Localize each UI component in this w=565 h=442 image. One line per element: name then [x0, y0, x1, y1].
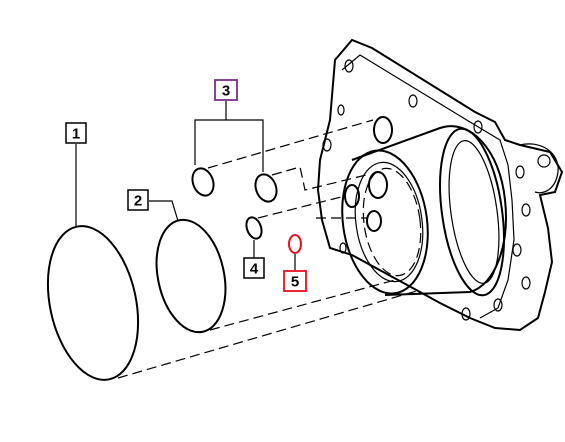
housing-assembly	[316, 38, 564, 332]
callout-3-label: 3	[222, 83, 230, 100]
part-4-small-pin	[245, 195, 346, 258]
bolt-hole	[461, 307, 471, 321]
bolt-hole	[408, 94, 418, 108]
part-3-phantom-b	[271, 166, 367, 191]
housing-flange-edge	[341, 54, 515, 319]
housing-boss-outer	[351, 125, 507, 296]
part-3-pin-a	[191, 167, 215, 197]
bolt-hole	[493, 298, 503, 312]
bolt-hole	[521, 203, 531, 217]
part-1-large-gasket	[46, 144, 421, 381]
bolt-holes	[322, 59, 531, 321]
part-1-phantom-bottom	[117, 289, 421, 379]
callout-2-box	[127, 189, 149, 211]
bore-lower	[366, 210, 382, 232]
part-3-pins	[191, 101, 374, 203]
part-2-phantom-bottom	[209, 279, 396, 331]
part-2-ring	[155, 218, 227, 334]
part-4-pin	[245, 216, 263, 240]
bore-mid-1	[368, 171, 388, 199]
bolt-hole	[339, 242, 347, 254]
callout-3[interactable]: 3	[214, 79, 238, 101]
housing-boss-face-inner	[354, 161, 424, 283]
bolt-hole	[337, 104, 345, 116]
housing-boss-rim	[439, 127, 505, 297]
part-2-medium-gasket	[149, 200, 396, 334]
bore-upper	[373, 116, 393, 144]
bolt-hole	[512, 243, 522, 257]
callout-1[interactable]: 1	[65, 122, 87, 144]
housing-boss-face	[341, 149, 429, 295]
callout-4[interactable]: 4	[243, 257, 265, 279]
lug-hole	[537, 154, 551, 168]
housing-corner-lug	[519, 143, 559, 194]
part-5-ring	[288, 234, 302, 254]
bolt-hole	[473, 120, 483, 134]
callout-2[interactable]: 2	[127, 189, 149, 211]
callout-1-label: 1	[72, 126, 80, 143]
callout-2-label: 2	[134, 193, 142, 210]
part-3-phantom-a	[207, 119, 374, 169]
callout-1-box	[65, 122, 87, 144]
callout-4-label: 4	[250, 261, 259, 278]
housing-boss-inner-rim	[448, 140, 500, 284]
bolt-hole	[515, 165, 525, 179]
bolt-hole	[322, 138, 332, 152]
part-3-pin-b	[254, 173, 278, 203]
bolt-hole	[521, 276, 531, 290]
part-2-leader	[149, 200, 179, 222]
bolt-hole	[344, 59, 354, 73]
housing-flange-plate	[316, 38, 564, 332]
part-5-small-oring	[288, 217, 368, 271]
part-1-ring	[46, 225, 140, 381]
callout-5[interactable]: 5	[283, 270, 307, 292]
callout-5-box	[283, 270, 307, 292]
housing-boss-face-groove	[362, 167, 422, 277]
part-3-bracket	[194, 119, 264, 172]
bore-mid-2	[344, 184, 360, 208]
callout-5-label: 5	[291, 274, 299, 291]
callout-3-box	[214, 79, 238, 101]
part-4-phantom	[257, 195, 346, 219]
callout-4-box	[243, 257, 265, 279]
